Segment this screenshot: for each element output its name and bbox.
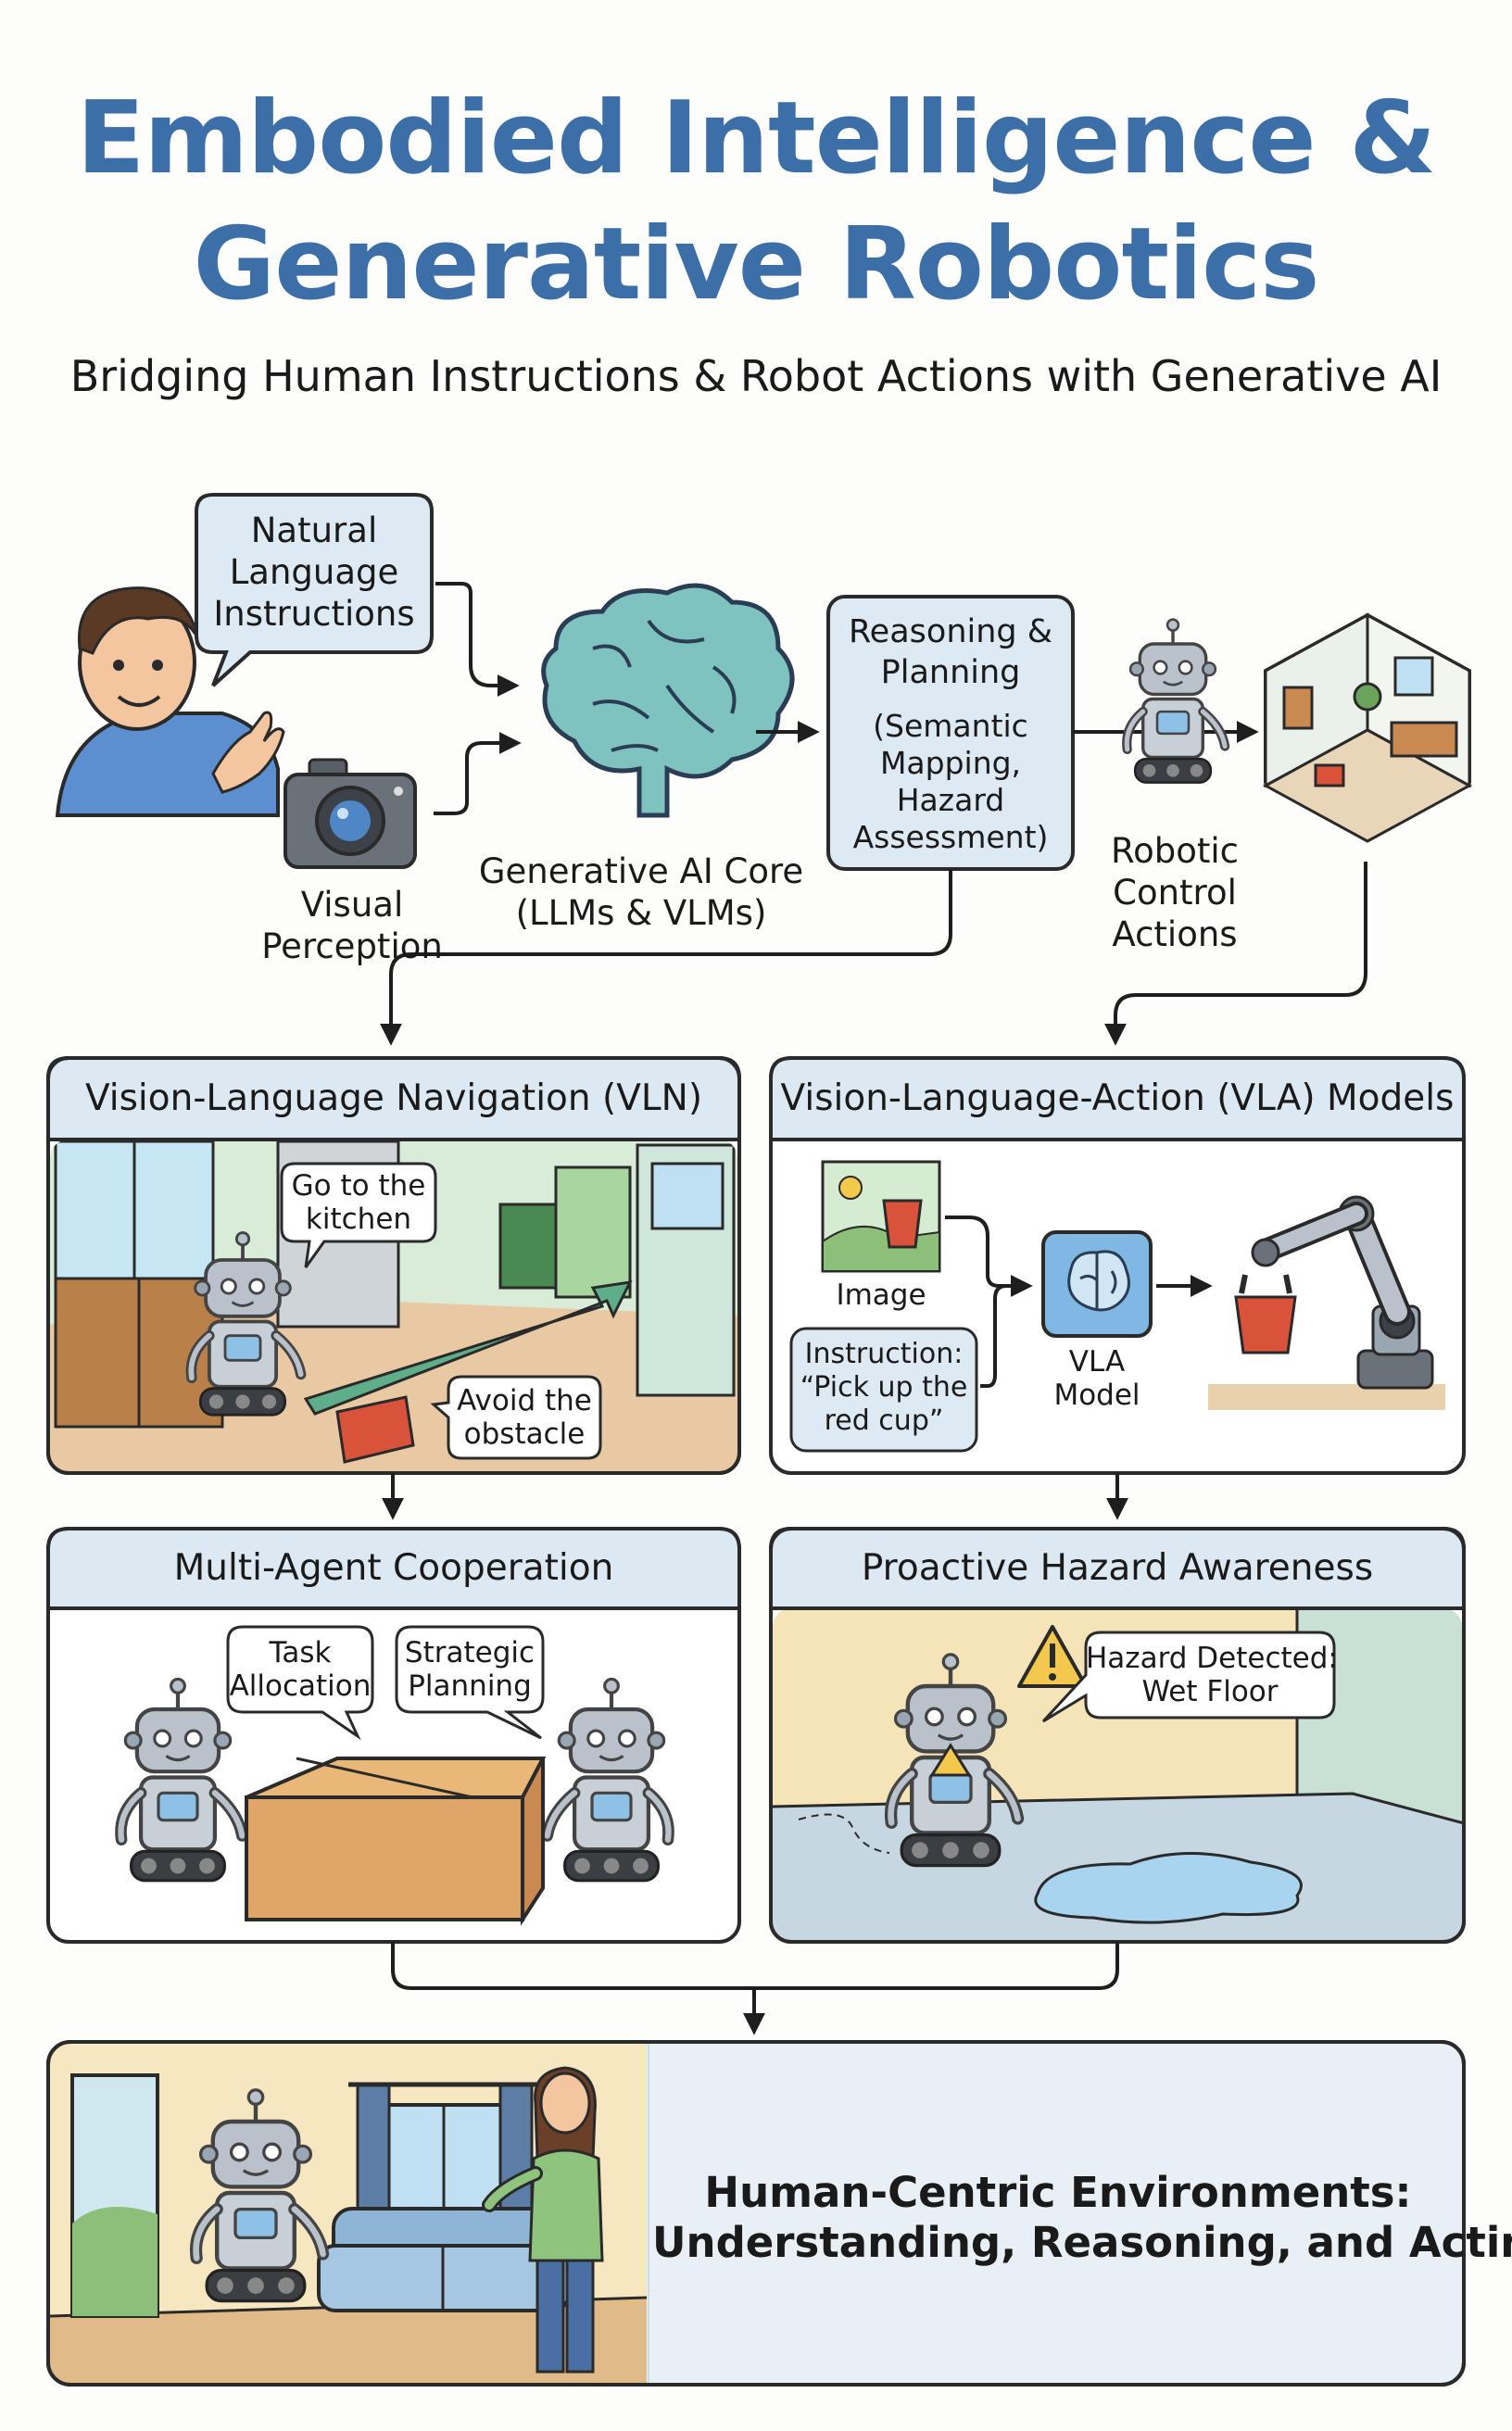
vla-instr-line-3: red cup” (824, 1404, 944, 1437)
vla-instruction-text: Instruction: “Pick up the red cup” (791, 1338, 976, 1438)
arrow-nl-to-core (435, 582, 520, 697)
reasoning-line-3: (Semantic (873, 708, 1028, 744)
visual-perception-label: Visual Perception (233, 884, 471, 967)
hazard-line-1: Hazard Detected: (1086, 1642, 1338, 1675)
instruction-box (789, 1327, 978, 1453)
rc-line-1: Robotic (1111, 831, 1239, 871)
bubble-task-allocation (226, 1625, 374, 1741)
final-text: Human-Centric Environments: Understandin… (652, 2168, 1512, 2268)
vla-model-line-1: VLA (1068, 1345, 1126, 1379)
vp-line-2: Perception (261, 926, 443, 966)
vln-goal-line-2: kitchen (305, 1203, 412, 1236)
ai-core-label: Generative AI Core (LLMs & VLMs) (463, 850, 819, 934)
vln-obstacle-line-2: obstacle (463, 1417, 586, 1451)
vla-instr-line-1: Instruction: (804, 1338, 964, 1370)
strategy-line-1: Strategic (404, 1636, 536, 1669)
multi-agent-title: Multi-Agent Cooperation (173, 1547, 614, 1589)
task-allocation-text: Task Allocation (228, 1636, 372, 1703)
room-illustration (1262, 612, 1473, 843)
task-line-1: Task (269, 1636, 332, 1669)
multi-agent-panel (46, 1527, 741, 1944)
reasoning-text-detail: (Semantic Mapping, Hazard Assessment) (828, 708, 1073, 856)
nl-line-2: Language (229, 552, 399, 592)
bubble-strategic-planning (395, 1625, 545, 1740)
nl-bubble-text: Natural Language Instructions (196, 510, 432, 635)
nl-line-3: Instructions (213, 594, 415, 634)
vln-title: Vision-Language Navigation (VLN) (84, 1077, 703, 1119)
hazard-line-2: Wet Floor (1141, 1675, 1279, 1708)
arrow-to-vla (1104, 862, 1367, 1046)
reasoning-text-top: Reasoning & Planning (828, 611, 1073, 693)
cardboard-box (245, 1757, 547, 1926)
vln-panel (46, 1056, 741, 1475)
vln-bubble-obstacle (430, 1375, 602, 1460)
task-line-2: Allocation (229, 1669, 372, 1703)
hazard-bubble-text: Hazard Detected: Wet Floor (1086, 1642, 1338, 1708)
hazard-panel (769, 1527, 1466, 1944)
vla-model-line-2: Model (1053, 1379, 1140, 1412)
final-line-1: Human-Centric Environments: (704, 2168, 1412, 2217)
robot-control-illustration (1127, 620, 1225, 783)
vla-instr-line-2: “Pick up the (800, 1371, 968, 1404)
hazard-title: Proactive Hazard Awareness (861, 1547, 1374, 1589)
rc-line-2: Control (1113, 873, 1237, 913)
rc-line-3: Actions (1112, 914, 1238, 954)
strategy-line-2: Planning (408, 1669, 532, 1703)
ai-core-line-2: (LLMs & VLMs) (515, 893, 767, 933)
vla-panel (769, 1056, 1466, 1475)
final-panel (46, 2040, 1466, 2387)
reasoning-line-4: Mapping, (879, 745, 1022, 781)
arrow-vision-to-core (434, 732, 522, 815)
sofa-illustration (317, 2207, 571, 2312)
subtitle: Bridging Human Instructions & Robot Acti… (69, 351, 1443, 401)
vp-line-1: Visual (300, 885, 404, 925)
vla-model-label: VLA Model (1032, 1345, 1162, 1412)
person-illustration (55, 586, 285, 817)
vln-obstacle-text: Avoid the obstacle (448, 1384, 600, 1451)
merge-connector (391, 1942, 1119, 1990)
nl-instructions-bubble (195, 493, 434, 687)
reasoning-line-5: Hazard (896, 782, 1005, 818)
vln-goal-text: Go to the kitchen (282, 1169, 435, 1236)
robotic-control-label: Robotic Control Actions (1080, 830, 1269, 955)
reasoning-line-6: Assessment) (852, 819, 1049, 855)
title-line-2: Generative Robotics (193, 207, 1320, 322)
reasoning-line-1: Reasoning & (848, 613, 1053, 650)
nl-line-1: Natural (250, 510, 378, 550)
vln-obstacle-line-1: Avoid the (457, 1384, 592, 1417)
arrow-to-vln (380, 869, 952, 1046)
strategic-planning-text: Strategic Planning (397, 1636, 543, 1703)
hazard-bubble (1041, 1631, 1336, 1723)
vln-bubble-goal (280, 1162, 437, 1268)
ai-core-line-1: Generative AI Core (478, 851, 804, 891)
page-title: Embodied Intelligence & Generative Robot… (0, 76, 1512, 328)
robotic-arm-illustration (1208, 1195, 1445, 1410)
vla-title: Vision-Language-Action (VLA) Models (780, 1077, 1455, 1119)
woman-illustration (482, 2066, 604, 2374)
vln-goal-line-1: Go to the (291, 1169, 426, 1203)
final-line-2: Understanding, Reasoning, and Acting (652, 2218, 1512, 2267)
vla-image-label: Image (836, 1278, 926, 1312)
reasoning-line-2: Planning (880, 654, 1021, 691)
camera-icon (284, 758, 417, 869)
warning-icon (1017, 1625, 1088, 1688)
brain-icon (541, 583, 795, 818)
title-line-1: Embodied Intelligence & (76, 81, 1437, 196)
